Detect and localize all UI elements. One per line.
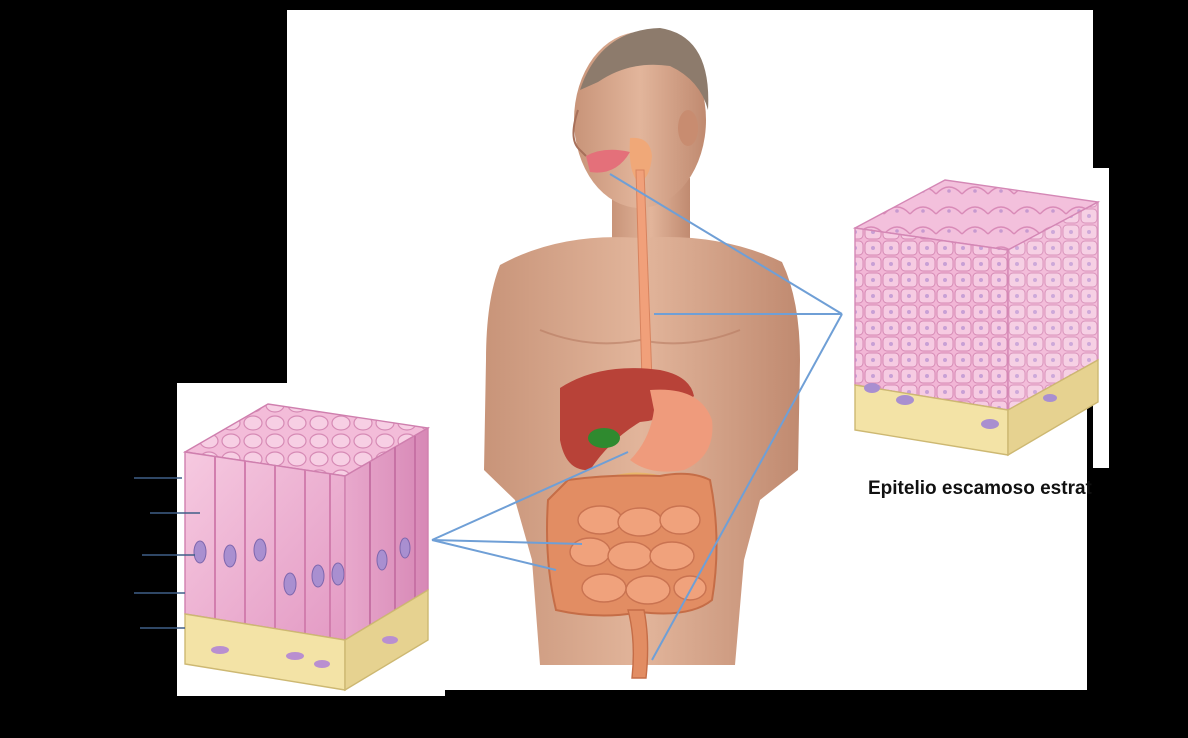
caption-stratified-squamous: Epitelio escamoso estratificado — [868, 478, 1092, 508]
simple-columnar-epithelium-block — [185, 404, 428, 690]
gallbladder — [588, 428, 620, 448]
stratified-squamous-epithelium-block — [855, 180, 1098, 455]
small-intestine — [570, 506, 706, 604]
human-torso-illustration — [484, 28, 800, 678]
